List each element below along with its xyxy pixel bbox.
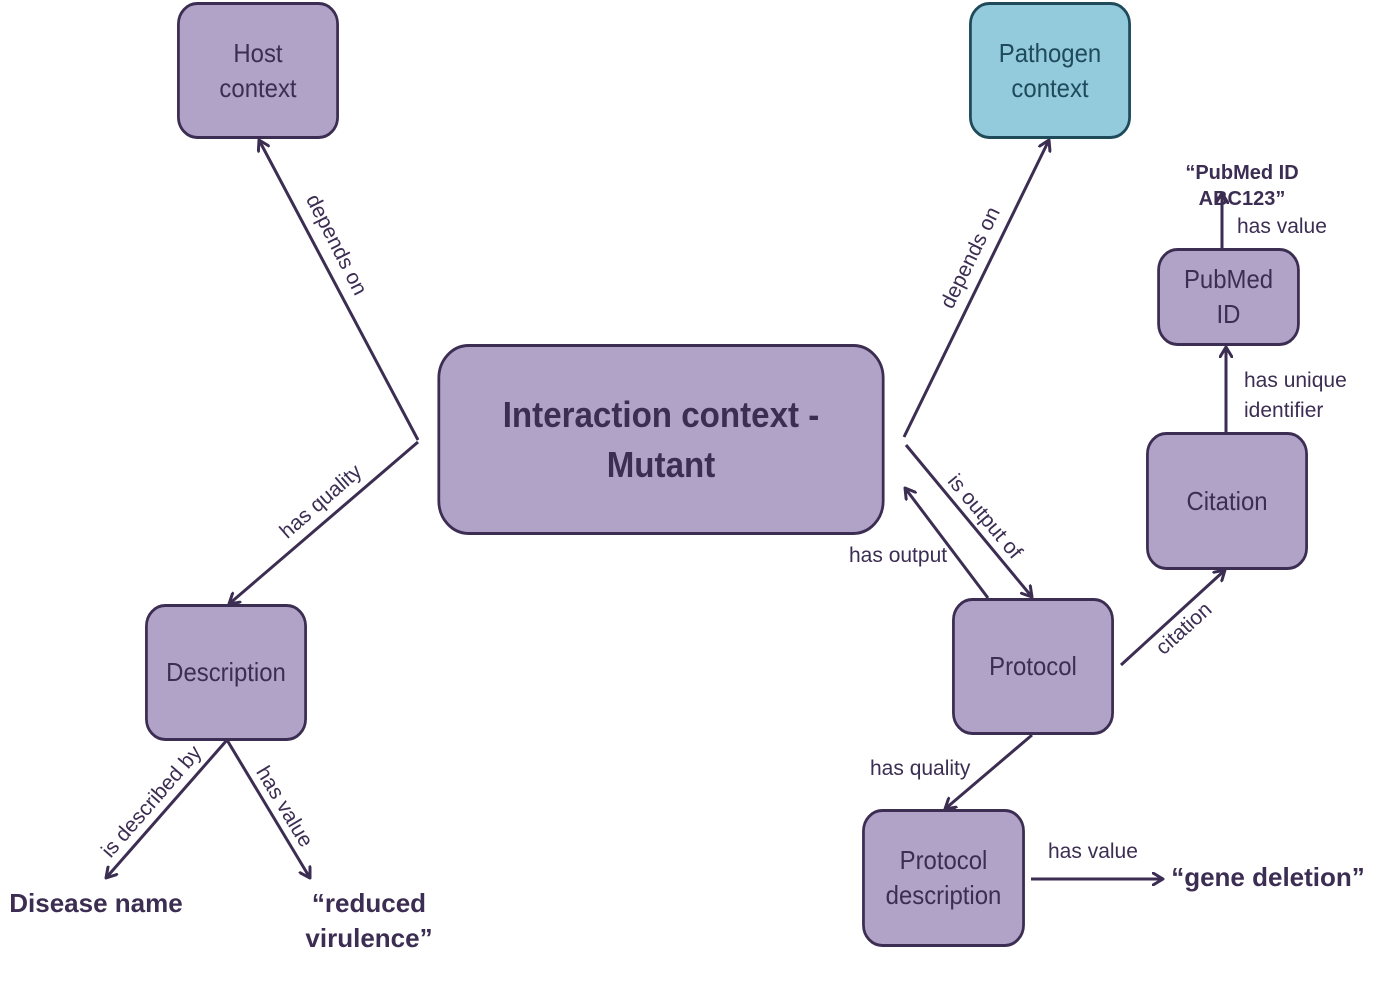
arrow-is-output-of bbox=[904, 444, 1032, 597]
node-protocol-description: Protocol description bbox=[862, 809, 1025, 947]
node-pathogen-context-label: Pathogen context bbox=[998, 37, 1102, 103]
edge-label-has-value-pubmed: has value bbox=[1237, 215, 1327, 238]
node-pubmed-id-label: PubMed ID bbox=[1183, 264, 1274, 329]
arrow-has-quality-description bbox=[229, 440, 419, 604]
node-citation: Citation bbox=[1146, 432, 1308, 570]
node-pathogen-context: Pathogen context bbox=[969, 2, 1131, 139]
literal-gene-deletion: “gene deletion” bbox=[1171, 862, 1365, 892]
node-pubmed-id: PubMed ID bbox=[1157, 248, 1300, 346]
edge-label-has-unique-identifier: has unique identifier bbox=[1244, 369, 1347, 422]
node-interaction-context-mutant: Interaction context - Mutant bbox=[437, 344, 885, 535]
arrow-depends-on-pathogen bbox=[902, 140, 1049, 438]
arrow-has-output bbox=[905, 488, 990, 599]
node-citation-label: Citation bbox=[1186, 485, 1268, 516]
node-protocol: Protocol bbox=[952, 598, 1114, 735]
arrow-has-value-virulence bbox=[225, 739, 310, 878]
node-host-context: Host context bbox=[177, 2, 339, 139]
node-description-label: Description bbox=[166, 657, 286, 687]
node-protocol-description-label: Protocol description bbox=[885, 845, 1002, 910]
literal-reduced-virulence: “reduced virulence” bbox=[305, 888, 433, 953]
arrow-depends-on-host bbox=[259, 140, 420, 441]
edge-label-has-value-gene: has value bbox=[1048, 840, 1138, 863]
arrow-citation bbox=[1119, 570, 1225, 667]
node-description: Description bbox=[145, 604, 307, 741]
node-interaction-context-mutant-label: Interaction context - Mutant bbox=[502, 393, 820, 485]
arrow-is-described-by bbox=[106, 739, 229, 878]
arrow-has-quality-protocol bbox=[945, 733, 1033, 809]
node-host-context-label: Host context bbox=[219, 37, 297, 103]
literal-pubmed-value: “PubMed ID ABC123” bbox=[1185, 162, 1299, 210]
node-protocol-label: Protocol bbox=[989, 651, 1077, 681]
literal-disease-name: Disease name bbox=[9, 888, 183, 918]
edge-label-has-quality-protocol: has quality bbox=[870, 757, 971, 780]
edge-label-has-output: has output bbox=[849, 544, 948, 567]
